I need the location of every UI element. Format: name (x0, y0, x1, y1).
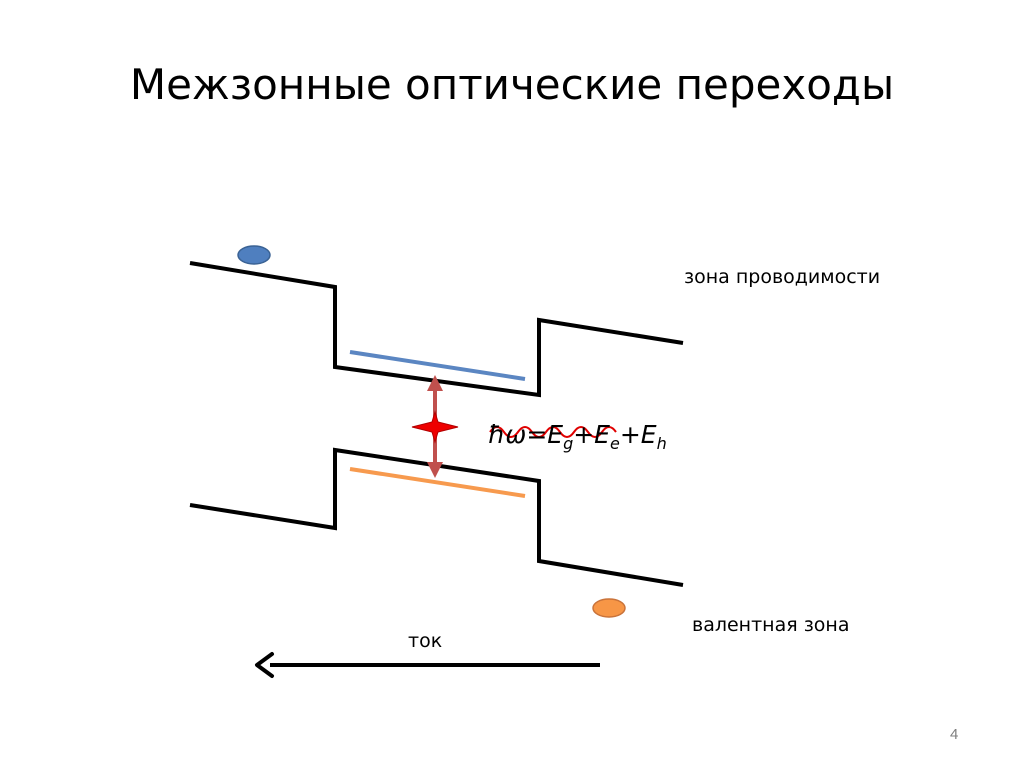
page-number: 4 (950, 726, 959, 743)
conduction-band-label: зона проводимости (684, 266, 881, 288)
hole (592, 598, 626, 618)
conduction-band-edge (189, 261, 684, 398)
photon-wave (489, 426, 617, 438)
valence-band-label: валентная зона (692, 614, 850, 636)
hole-level (349, 467, 526, 498)
electron (237, 245, 271, 265)
slide-title: Межзонные оптические переходы (129, 60, 895, 109)
current-label: ток (408, 630, 443, 652)
photon-star (411, 410, 459, 444)
photon-energy-formula: ħω=Eg+Ee+Eh (488, 420, 667, 453)
electron-level (349, 350, 526, 381)
valence-band-edge (189, 447, 684, 587)
current-arrow-head (255, 652, 274, 678)
